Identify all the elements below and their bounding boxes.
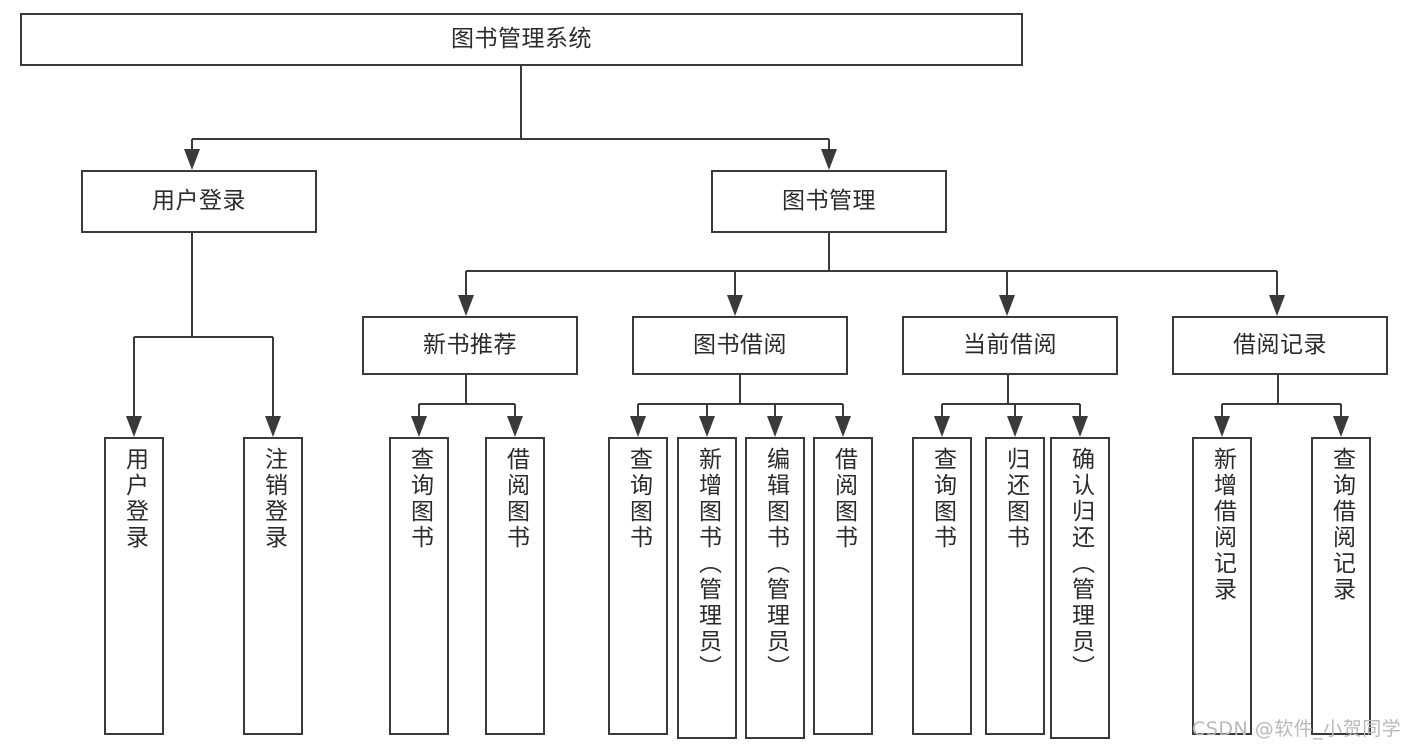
node-borrow[interactable]: 图书借阅 [632, 316, 848, 375]
arrowhead-current [999, 295, 1015, 316]
watermark-label: CSDN @软件_小贺同学 [1192, 718, 1402, 740]
node-label-login-logout: 注销登录 [260, 447, 287, 551]
node-borrow-add[interactable]: 新增图书（管理员） [677, 437, 737, 739]
node-login-logout[interactable]: 注销登录 [243, 437, 303, 735]
arrowhead-login [184, 149, 200, 170]
node-current-query[interactable]: 查询图书 [912, 437, 972, 735]
node-label-current-query: 查询图书 [929, 447, 956, 551]
arrowhead-borrow-lend [835, 416, 851, 437]
node-label-current-return: 归还图书 [1002, 447, 1029, 551]
node-label-newbook: 新书推荐 [423, 331, 517, 358]
arrowhead-login-logout [265, 416, 281, 437]
arrowhead-record [1269, 295, 1285, 316]
node-label-borrow: 图书借阅 [693, 331, 787, 358]
node-newbook[interactable]: 新书推荐 [362, 316, 578, 375]
node-current-confirm[interactable]: 确认归还（管理员） [1050, 437, 1110, 739]
node-label-newbook-query: 查询图书 [406, 447, 433, 551]
node-label-login-user: 用户登录 [121, 447, 148, 551]
node-label-login: 用户登录 [152, 187, 246, 214]
arrowhead-newbook [458, 295, 474, 316]
node-label-borrow-add: 新增图书（管理员） [694, 447, 721, 681]
node-bookmgmt[interactable]: 图书管理 [711, 170, 947, 233]
arrowhead-borrow-add [699, 416, 715, 437]
node-root[interactable]: 图书管理系统 [20, 13, 1023, 66]
node-login-user[interactable]: 用户登录 [104, 437, 164, 735]
node-borrow-edit[interactable]: 编辑图书（管理员） [745, 437, 805, 739]
node-label-newbook-borrow: 借阅图书 [502, 447, 529, 551]
node-label-root: 图书管理系统 [451, 25, 592, 52]
arrowhead-record-add [1214, 416, 1230, 437]
node-current-return[interactable]: 归还图书 [985, 437, 1045, 735]
arrowhead-login-user [126, 416, 142, 437]
node-label-record-add: 新增借阅记录 [1209, 447, 1236, 603]
node-newbook-query[interactable]: 查询图书 [389, 437, 449, 735]
node-borrow-lend[interactable]: 借阅图书 [813, 437, 873, 735]
arrowhead-current-return [1007, 416, 1023, 437]
node-label-borrow-lend: 借阅图书 [830, 447, 857, 551]
arrowhead-bookmgmt [821, 149, 837, 170]
arrowhead-borrow-query [630, 416, 646, 437]
arrowhead-current-query [934, 416, 950, 437]
node-record[interactable]: 借阅记录 [1172, 316, 1388, 375]
node-record-add[interactable]: 新增借阅记录 [1192, 437, 1252, 735]
node-label-record-query: 查询借阅记录 [1328, 447, 1355, 603]
node-newbook-borrow[interactable]: 借阅图书 [485, 437, 545, 735]
node-label-borrow-query: 查询图书 [625, 447, 652, 551]
node-label-bookmgmt: 图书管理 [782, 187, 876, 214]
node-label-current-confirm: 确认归还（管理员） [1067, 447, 1094, 681]
arrowhead-borrow [727, 295, 743, 316]
node-label-current: 当前借阅 [963, 331, 1057, 358]
arrowhead-current-confirm [1072, 416, 1088, 437]
arrowhead-newbook-borrow [507, 416, 523, 437]
node-record-query[interactable]: 查询借阅记录 [1311, 437, 1371, 735]
node-label-borrow-edit: 编辑图书（管理员） [762, 447, 789, 681]
arrowhead-borrow-edit [767, 416, 783, 437]
node-current[interactable]: 当前借阅 [902, 316, 1118, 375]
node-login[interactable]: 用户登录 [81, 170, 317, 233]
node-label-record: 借阅记录 [1233, 331, 1327, 358]
arrowhead-record-query [1333, 416, 1349, 437]
arrowhead-newbook-query [411, 416, 427, 437]
node-borrow-query[interactable]: 查询图书 [608, 437, 668, 735]
